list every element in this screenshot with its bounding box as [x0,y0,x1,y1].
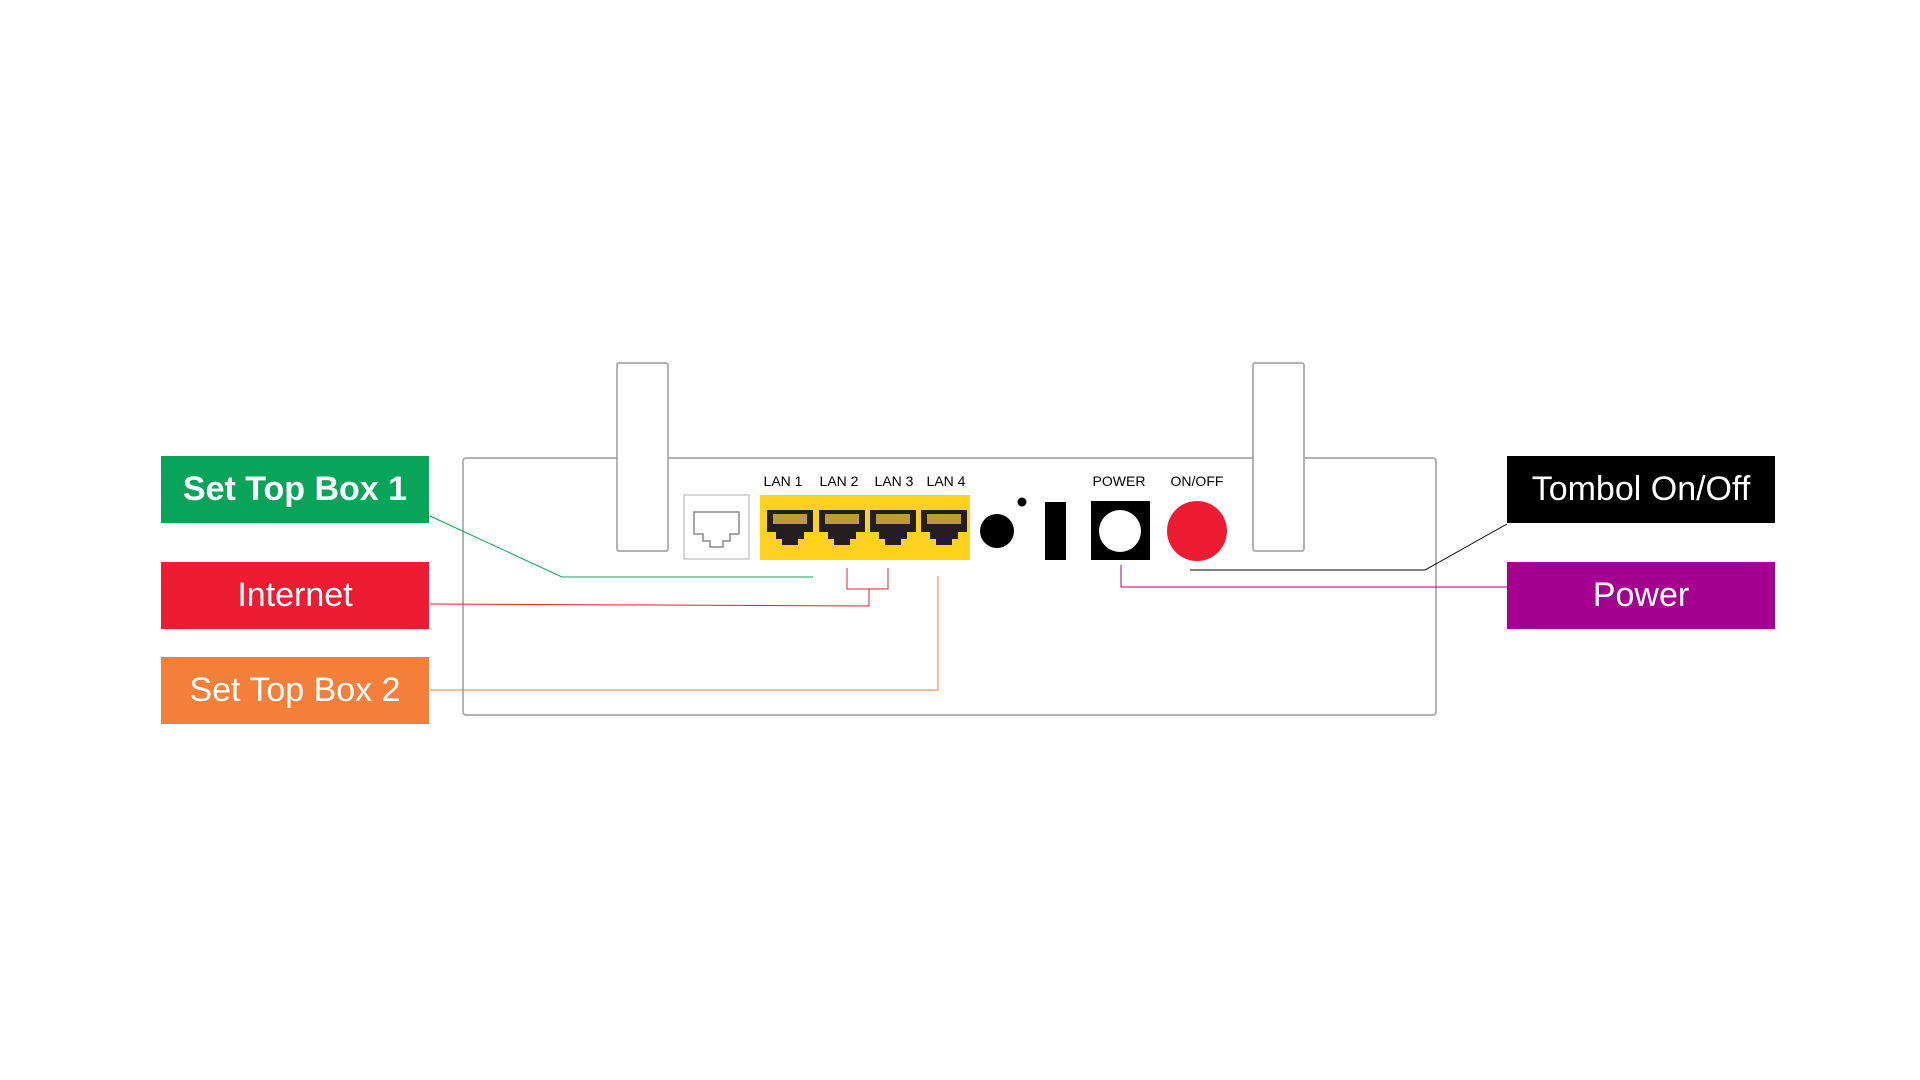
antenna-left [616,362,669,552]
connector-line-power [1120,565,1507,588]
ethernet-port-icon [921,510,967,545]
label-power: Power [1507,562,1775,629]
ethernet-port-icon [693,511,740,548]
power-jack [1091,501,1150,560]
lan1-port-label: LAN 1 [764,473,803,489]
reset-hole-icon [980,514,1014,548]
power-port-label: POWER [1093,473,1146,489]
slot-icon [1045,502,1066,560]
connector-line-stb2 [430,576,939,691]
onoff-port-label: ON/OFF [1171,473,1224,489]
antenna-right [1252,362,1305,552]
lan3-port-label: LAN 3 [875,473,914,489]
lan-port-block [760,495,970,560]
ethernet-port-icon [767,510,813,545]
connector-line-stb1 [429,515,813,578]
power-jack-icon [1099,510,1141,552]
ethernet-port-icon [870,510,916,545]
wan-port [683,494,750,560]
label-tombol-on-off: Tombol On/Off [1507,456,1775,523]
power-button-icon [1167,501,1227,561]
ethernet-port-icon [819,510,865,545]
label-set-top-box-1: Set Top Box 1 [161,456,429,523]
connector-line-onoff [1190,523,1508,571]
connector-line-internet [429,568,889,607]
lan4-port-label: LAN 4 [927,473,966,489]
label-set-top-box-2: Set Top Box 2 [161,657,429,724]
lan2-port-label: LAN 2 [820,473,859,489]
reset-indicator-dot [1017,497,1027,507]
label-internet: Internet [161,562,429,629]
